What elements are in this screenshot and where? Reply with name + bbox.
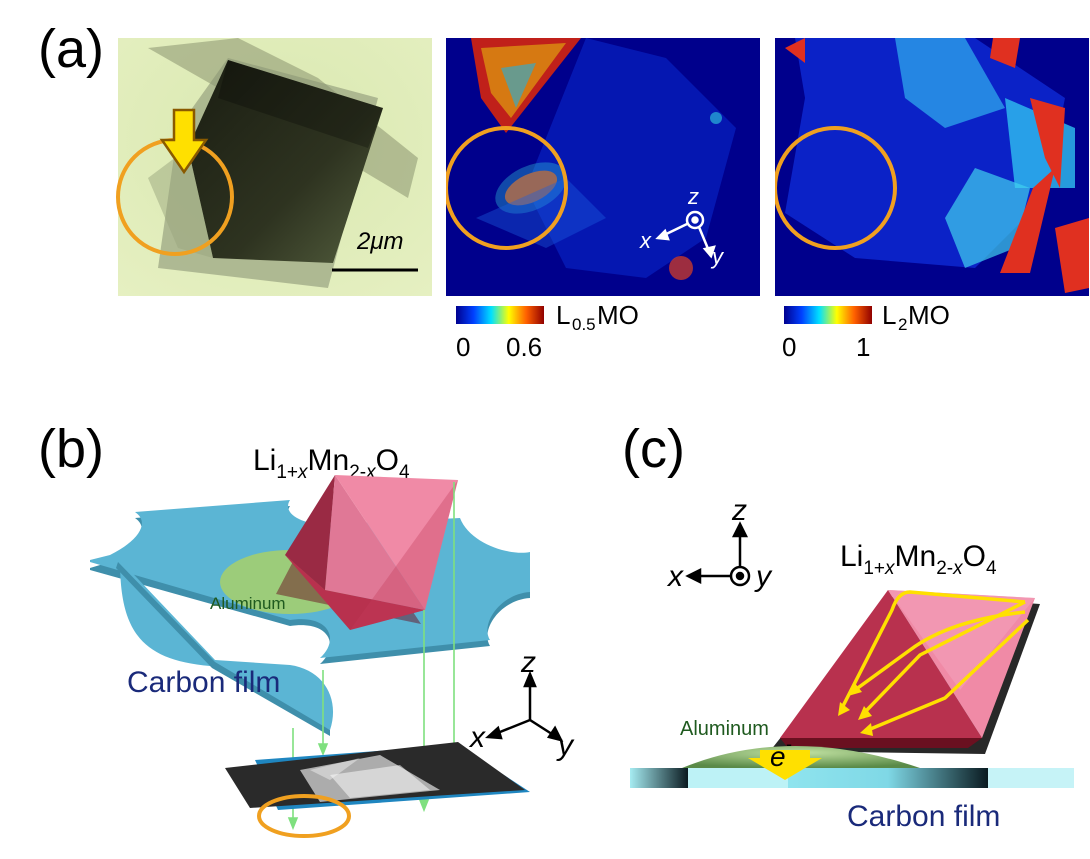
panel-c-label: (c) xyxy=(622,419,685,479)
colorbar-l2mo-title-main: L xyxy=(882,300,896,330)
formula-b: Li1+xMn2-xO4 xyxy=(253,444,410,483)
region-circle xyxy=(775,126,897,250)
tem-overlay xyxy=(116,108,234,256)
axis-x-label-c: x xyxy=(666,560,684,593)
colorbar-l05mo-title-main: L xyxy=(556,300,570,330)
projection-image xyxy=(225,742,530,810)
axis-x-label-b: x xyxy=(468,721,486,754)
axis-triad-b-icon xyxy=(484,670,564,742)
crystal-octahedron xyxy=(276,475,458,630)
crystal-rhombus xyxy=(770,590,1040,754)
scale-bar-label: 2μm xyxy=(357,228,404,255)
carbon-film-label-b: Carbon film xyxy=(127,666,280,699)
electron-superscript: - xyxy=(786,734,792,754)
panel-c-diagram: z x y Li1+xMn2-xO4 xyxy=(630,494,1074,833)
ion-arrowheads xyxy=(838,682,873,736)
carbon-film-label-c: Carbon film xyxy=(847,800,1000,833)
tem-image xyxy=(118,38,432,296)
l05mo-map: z x y xyxy=(446,38,760,296)
axis-z-label: z xyxy=(687,184,699,209)
substrate xyxy=(630,746,1074,788)
axis-y-label-c: y xyxy=(754,560,773,593)
panel-b-diagram: Li1+xMn2-xO4 Aluminum Carbon film xyxy=(90,444,575,838)
colorbar-l2mo-min: 0 xyxy=(782,332,796,362)
colorbar-l05mo: L 0.5 MO 0 0.6 xyxy=(456,300,639,362)
axis-triad-icon xyxy=(655,210,716,259)
aluminum-label-b: Aluminum xyxy=(210,594,286,613)
axis-y-label-b: y xyxy=(556,729,575,762)
axis-triad-c-icon xyxy=(685,521,751,587)
ion-path-arrows xyxy=(840,590,1030,732)
l2mo-map xyxy=(775,38,1089,296)
electron-label: e xyxy=(770,741,786,772)
axis-z-label-b: z xyxy=(520,646,536,679)
colorbar-l05mo-min: 0 xyxy=(456,332,470,362)
colorbar-l05mo-title-sub: 0.5 xyxy=(572,315,596,334)
colorbar-l2mo-title-rest: MO xyxy=(908,300,950,330)
axis-y-label: y xyxy=(710,244,725,269)
colorbar-l05mo-title-rest: MO xyxy=(597,300,639,330)
colorbar-l2mo: L 2 MO 0 1 xyxy=(782,300,950,362)
aluminum-label-c: Aluminum xyxy=(680,718,769,740)
colorbar-l2mo-max: 1 xyxy=(856,332,870,362)
panel-b-label: (b) xyxy=(38,419,104,479)
axis-x-label: x xyxy=(639,228,652,253)
colorbar-l2mo-title-sub: 2 xyxy=(898,315,907,334)
down-arrow-icon xyxy=(159,108,209,175)
electron-arrow-icon xyxy=(748,750,822,780)
projection-circle xyxy=(257,794,351,838)
formula-c: Li1+xMn2-xO4 xyxy=(840,540,997,579)
colorbar-l05mo-max: 0.6 xyxy=(506,332,542,362)
region-circle xyxy=(446,126,568,250)
panel-a-label: (a) xyxy=(38,19,104,79)
axis-z-label-c: z xyxy=(731,494,747,527)
